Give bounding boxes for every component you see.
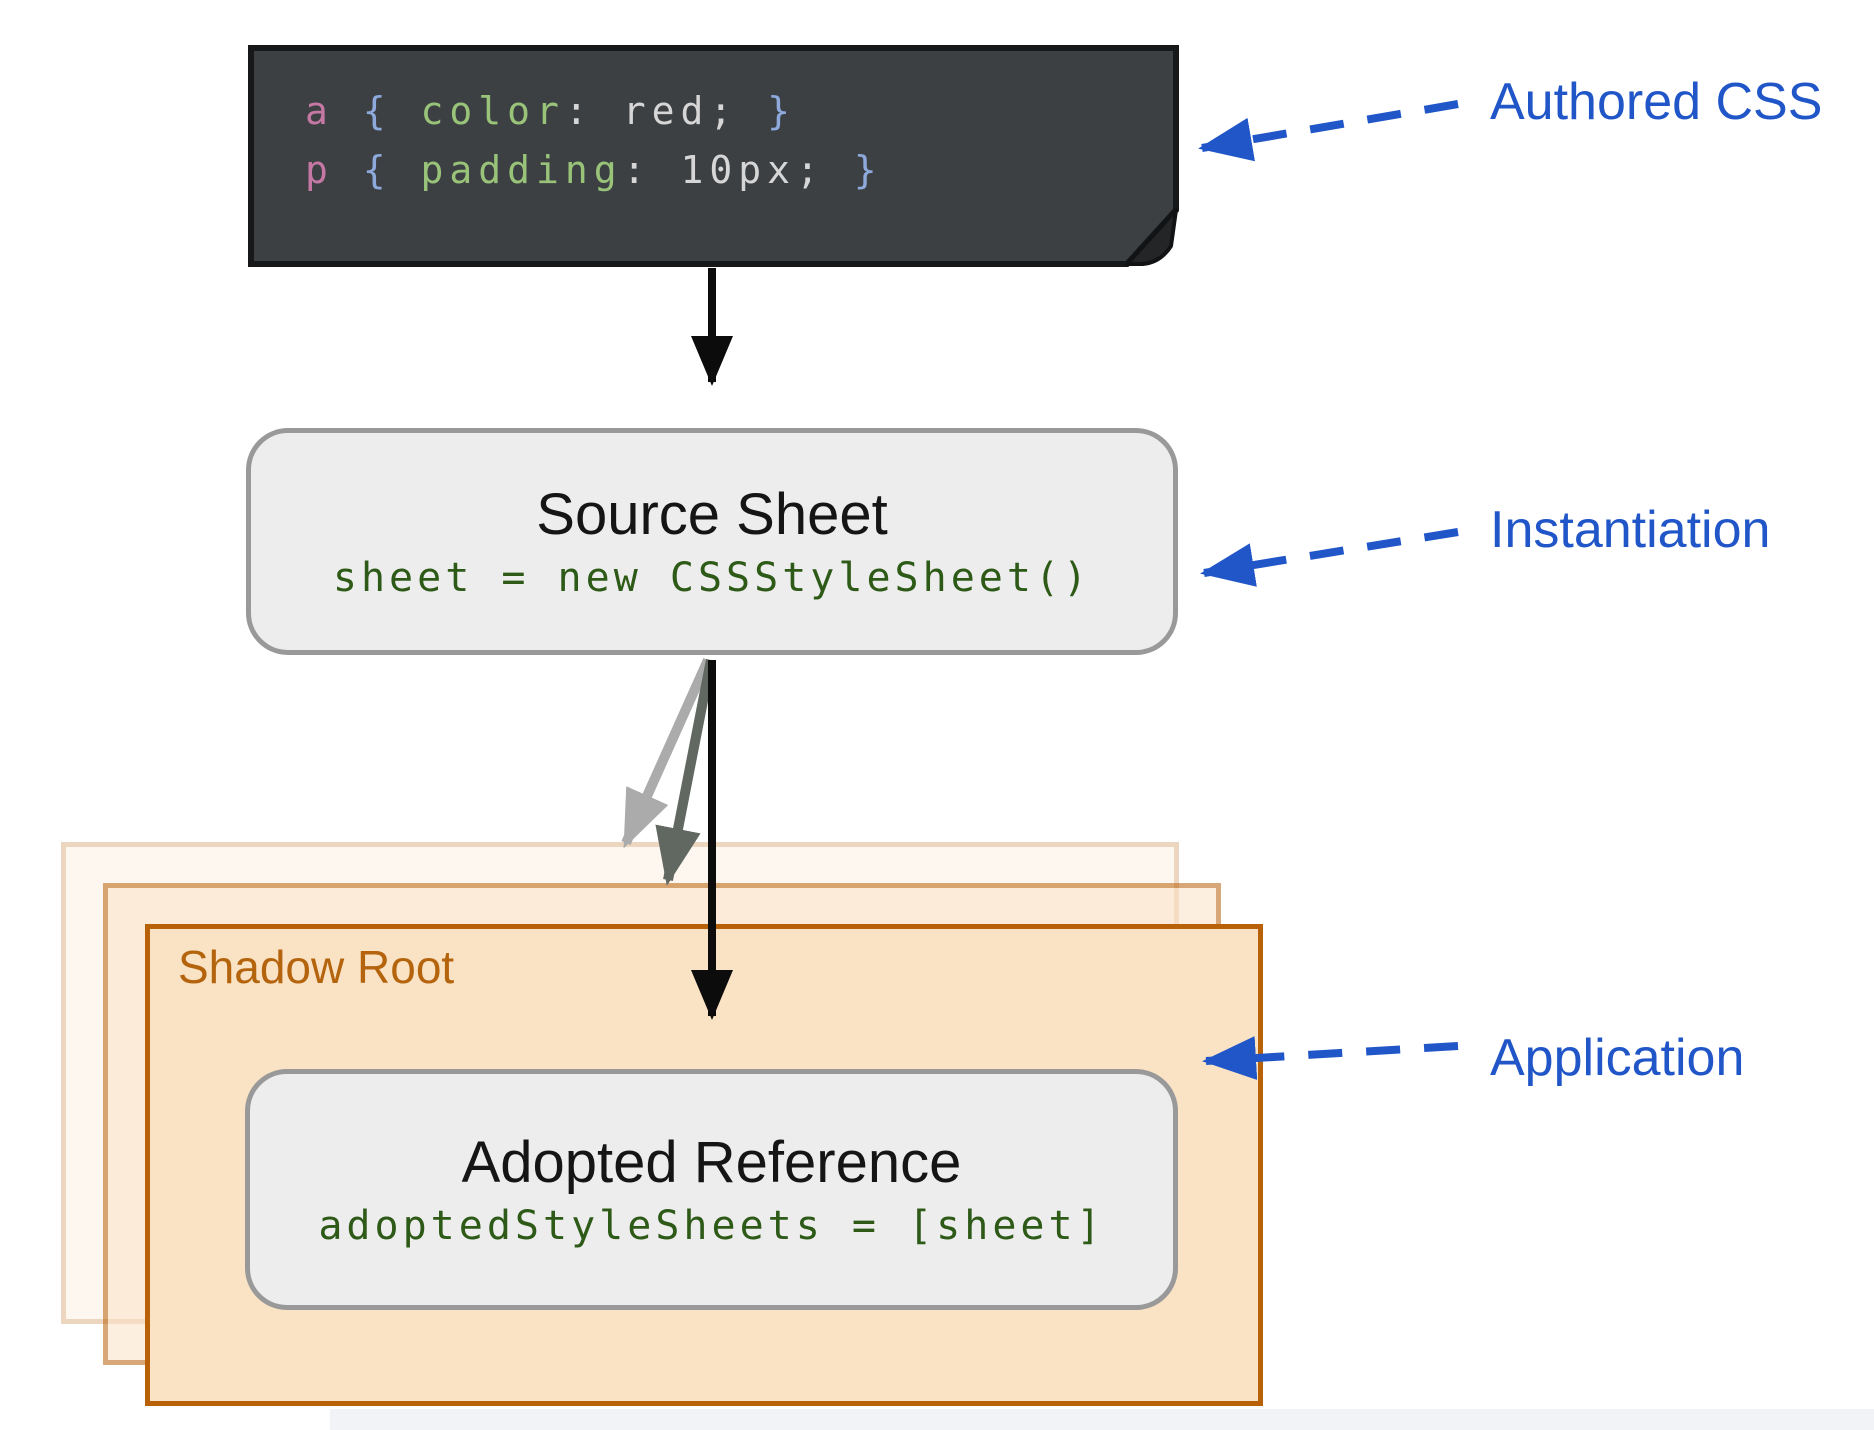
authored-css-note [248, 45, 1179, 267]
authored-css-code: a { color: red; } p { padding: 10px; } [305, 82, 883, 200]
bottom-edge-strip [330, 1409, 1874, 1430]
arrow-source-to-back-card [621, 657, 713, 849]
note-fold-corner [1125, 208, 1178, 266]
source-sheet-code: sheet = new CSSStyleSheet() [332, 554, 1092, 601]
adopted-reference-code: adoptedStyleSheets = [sheet] [318, 1202, 1105, 1249]
css-rule-line-1: a { color: red; } [305, 89, 796, 133]
arrow-annotation-instantiation [1200, 528, 1459, 587]
source-sheet-title: Source Sheet [536, 481, 888, 547]
adopted-reference-title: Adopted Reference [461, 1129, 962, 1195]
adopted-reference-box: Adopted Reference adoptedStyleSheets = [… [245, 1069, 1178, 1310]
css-rule-line-2: p { padding: 10px; } [305, 147, 883, 192]
arrow-annotation-authored [1198, 100, 1459, 162]
annotation-instantiation: Instantiation [1490, 501, 1771, 559]
shadow-root-label: Shadow Root [178, 941, 455, 993]
annotation-application: Application [1490, 1029, 1745, 1087]
annotation-authored-css: Authored CSS [1490, 73, 1823, 131]
source-sheet-box: Source Sheet sheet = new CSSStyleSheet() [246, 428, 1178, 655]
